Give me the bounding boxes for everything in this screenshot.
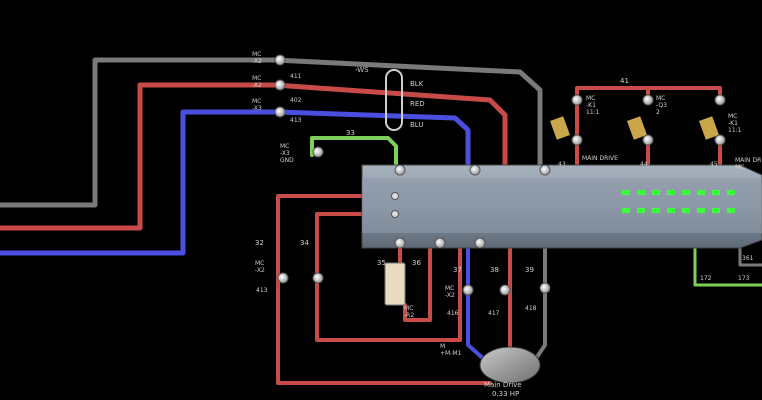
label-172: 172: [700, 275, 712, 282]
label-mc-x2: MC-X2: [252, 51, 262, 65]
terminal-screw: [539, 164, 551, 176]
terminal-group: [274, 54, 726, 296]
label-34: 34: [300, 239, 309, 247]
terminal-screw: [434, 237, 446, 249]
plc-led: [622, 208, 630, 213]
label-45: 45: [710, 161, 718, 168]
plc-led: [712, 190, 720, 195]
label-mc-x2-left: MC-X2: [255, 260, 265, 274]
terminal-screw: [274, 106, 286, 118]
plc-led: [667, 208, 675, 213]
label-mc-x3: MC-X3: [252, 98, 262, 112]
plc-led-array: [622, 190, 735, 213]
terminal-screw: [714, 134, 726, 146]
label-43: 43: [558, 161, 566, 168]
terminal-screw: [499, 284, 511, 296]
label-motor-hp: 0.33 HP: [492, 390, 519, 398]
plc-led: [697, 190, 705, 195]
terminal-screw: [274, 79, 286, 91]
label-mc-r2: MC-R2: [404, 305, 414, 319]
label-41: 41: [620, 77, 629, 85]
wire-gray-right: [738, 243, 762, 267]
terminal-screw: [274, 54, 286, 66]
label-motor-name: Main Drive: [484, 381, 522, 389]
label-36: 36: [412, 259, 421, 267]
label-33: 33: [346, 129, 355, 137]
plc-led: [667, 190, 675, 195]
plc-led: [682, 208, 690, 213]
label-416: 416: [447, 310, 459, 317]
wire-red-mid-loop: [315, 212, 462, 342]
breaker-q3: [627, 116, 647, 140]
cable-sleeve: [385, 69, 403, 131]
terminal-screw: [714, 94, 726, 106]
main-drive-motor: [479, 346, 541, 384]
label-mc-x2-mid: MC-X2: [445, 285, 455, 299]
plc-led: [652, 208, 660, 213]
wire-blue-37: [466, 243, 487, 362]
plc-led: [637, 208, 645, 213]
label-361: 361: [742, 255, 754, 262]
terminal-screw: [394, 164, 406, 176]
label-37: 37: [453, 266, 462, 274]
breaker-k1: [550, 116, 570, 140]
terminal-screw: [539, 282, 551, 294]
terminal-screw: [312, 146, 324, 158]
terminal-screw: [312, 272, 324, 284]
terminal-screw: [474, 237, 486, 249]
plc-module: [361, 164, 762, 249]
label-413-left: 413: [256, 287, 268, 294]
label-402: 402: [290, 97, 302, 104]
terminal-screw: [277, 272, 289, 284]
label-blu: BLU: [410, 121, 423, 129]
plc-led: [637, 190, 645, 195]
terminal-screw: [469, 164, 481, 176]
wire-red-left-loop: [276, 194, 492, 385]
label-m1-tag: M+M-M1: [440, 343, 462, 357]
plc-led: [652, 190, 660, 195]
label-ws: -WS: [355, 66, 369, 74]
wire-gray-39: [533, 243, 547, 362]
label-32: 32: [255, 239, 264, 247]
label-blk: BLK: [410, 80, 424, 88]
label-413: 413: [290, 117, 302, 124]
plc-led: [622, 190, 630, 195]
plc-led: [682, 190, 690, 195]
label-417: 417: [488, 310, 500, 317]
terminal-screw: [394, 237, 406, 249]
label-35: 35: [377, 259, 386, 267]
label-main-drive-1: MAIN DRIVE: [582, 155, 618, 162]
label-38: 38: [490, 266, 499, 274]
plc-led: [697, 208, 705, 213]
terminal-screw: [642, 134, 654, 146]
terminal-screw: [462, 284, 474, 296]
terminal-screw: [642, 94, 654, 106]
breaker-k1b: [699, 116, 719, 140]
label-418: 418: [525, 305, 537, 312]
label-173: 173: [738, 275, 750, 282]
label-red: RED: [410, 100, 425, 108]
label-39: 39: [525, 266, 534, 274]
plc-led: [727, 208, 735, 213]
terminal-screw: [571, 134, 583, 146]
terminal-screw: [571, 94, 583, 106]
label-mc-x2-b: MC-X2: [252, 75, 262, 89]
wire-green-right: [693, 243, 762, 287]
plc-led: [712, 208, 720, 213]
relay-r2: [384, 262, 406, 306]
plc-led: [727, 190, 735, 195]
label-44: 44: [640, 161, 648, 168]
label-411: 411: [290, 73, 302, 80]
wire-green: [310, 136, 398, 167]
